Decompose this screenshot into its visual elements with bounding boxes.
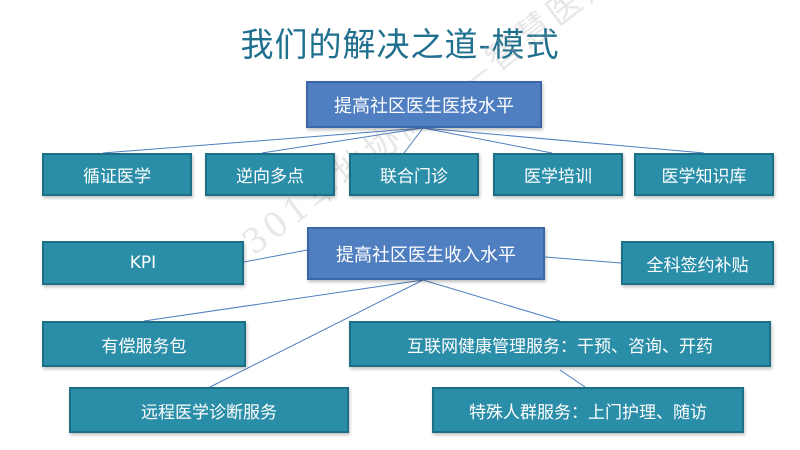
connector-line: [422, 127, 705, 154]
connector-line: [422, 127, 553, 154]
node-internet-health-management: 互联网健康管理服务：干预、咨询、开药: [349, 321, 771, 367]
connector-line: [143, 279, 424, 322]
node-joint-clinic: 联合门诊: [349, 153, 479, 196]
root-node-income: 提高社区医生收入水平: [307, 227, 545, 280]
connector-line: [209, 279, 424, 388]
root-node-skill: 提高社区医生医技水平: [306, 81, 542, 128]
connector-line: [403, 127, 424, 154]
node-reverse-multipoint: 逆向多点: [205, 153, 335, 196]
node-paid-service-package: 有偿服务包: [42, 321, 246, 367]
node-remote-diagnosis: 远程医学诊断服务: [69, 387, 349, 433]
connector-line: [261, 127, 424, 154]
node-kpi: KPI: [42, 241, 244, 285]
page-title: 我们的解决之道-模式: [240, 25, 560, 64]
connector-line: [559, 369, 586, 388]
connector-line: [544, 256, 622, 264]
node-special-population-services: 特殊人群服务：上门护理、随访: [432, 387, 744, 433]
connector-line: [422, 279, 561, 322]
node-general-practice-subsidy: 全科签约补贴: [621, 241, 774, 285]
node-evidence-based-medicine: 循证医学: [42, 153, 192, 196]
connector-line: [243, 249, 308, 263]
node-medical-training: 医学培训: [493, 153, 623, 196]
node-medical-knowledge-base: 医学知识库: [634, 153, 774, 196]
connector-line: [102, 127, 424, 154]
